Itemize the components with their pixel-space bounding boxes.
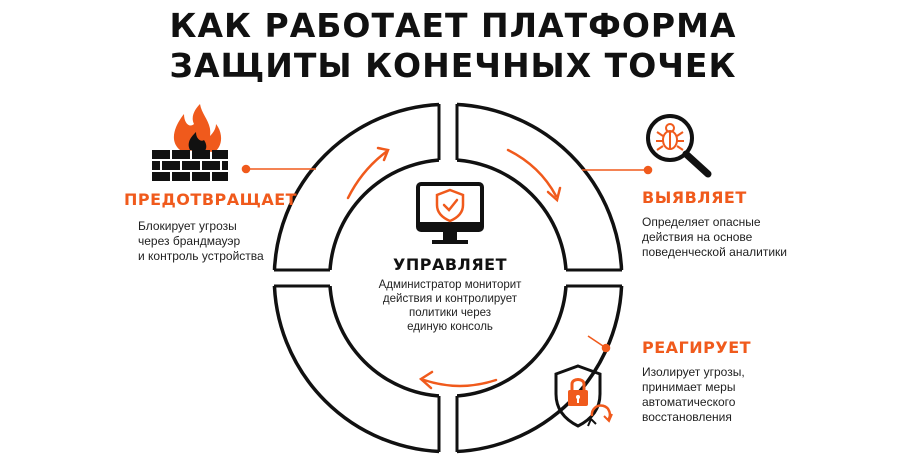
title-line-2: ЗАЩИТЫ КОНЕЧНЫХ ТОЧЕК	[169, 46, 737, 85]
connector-prevent-dot	[241, 164, 251, 174]
detect-block: ВЫЯВЛЯЕТ Определяет опасные действия на …	[642, 188, 842, 260]
shield-lock-icon	[554, 364, 613, 428]
connector-respond-dot	[601, 343, 611, 353]
prevent-line-1: Блокирует угрозы	[138, 219, 237, 233]
cycle-arrows	[346, 146, 562, 390]
center-line-2: действия и контролирует	[382, 293, 518, 305]
ring	[265, 96, 632, 462]
respond-line-2: принимает меры	[642, 380, 736, 394]
respond-line-3: автоматического	[642, 395, 736, 409]
bug-magnifier-icon	[646, 114, 712, 178]
center-heading: УПРАВЛЯЕТ	[393, 255, 507, 274]
detect-line-3: поведенческой аналитики	[642, 245, 787, 259]
arrow-top-left	[346, 150, 388, 200]
connectors	[241, 164, 653, 353]
center-line-3: политики через	[408, 307, 492, 319]
prevent-text: Блокирует угрозы через брандмауэр и конт…	[124, 219, 304, 264]
respond-text: Изолирует угрозы, принимает меры автомат…	[642, 365, 842, 425]
gap-bottom	[439, 392, 457, 462]
prevent-line-3: и контроль устройства	[138, 249, 264, 263]
respond-block: РЕАГИРУЕТ Изолирует угрозы, принимает ме…	[642, 338, 842, 425]
detect-line-2: действия на основе	[642, 230, 753, 244]
gap-right	[562, 270, 632, 286]
gap-left	[265, 270, 335, 286]
prevent-block: ПРЕДОТВРАЩАЕТ Блокирует угрозы через бра…	[124, 190, 304, 264]
detect-heading: ВЫЯВЛЯЕТ	[642, 188, 747, 207]
respond-heading: РЕАГИРУЕТ	[642, 338, 752, 357]
detect-line-1: Определяет опасные	[642, 215, 761, 229]
arrow-top-left-head	[376, 146, 390, 162]
arrow-top-right	[506, 148, 558, 198]
connector-detect-dot	[643, 165, 653, 175]
prevent-heading: ПРЕДОТВРАЩАЕТ	[124, 190, 298, 209]
title-line-1: КАК РАБОТАЕТ ПЛАТФОРМА	[169, 6, 737, 45]
gap-top	[439, 96, 457, 166]
monitor-shield-check-icon	[416, 182, 484, 244]
respond-line-4: восстановления	[642, 410, 732, 424]
detect-text: Определяет опасные действия на основе по…	[642, 215, 842, 260]
center-block: УПРАВЛЯЕТ Администратор мониторит действ…	[362, 255, 538, 334]
respond-line-1: Изолирует угрозы,	[642, 365, 745, 379]
firewall-icon	[152, 104, 228, 181]
prevent-line-2: через брандмауэр	[138, 234, 241, 248]
page-title: КАК РАБОТАЕТ ПЛАТФОРМА ЗАЩИТЫ КОНЕЧНЫХ Т…	[0, 6, 906, 86]
arrow-bottom-head	[418, 370, 434, 390]
arrow-bottom	[422, 378, 498, 388]
center-text: Администратор мониторит действия и контр…	[362, 278, 538, 334]
center-line-1: Администратор мониторит	[378, 279, 522, 291]
arrow-top-right-head	[546, 186, 562, 203]
center-line-4: единую консоль	[407, 321, 493, 333]
